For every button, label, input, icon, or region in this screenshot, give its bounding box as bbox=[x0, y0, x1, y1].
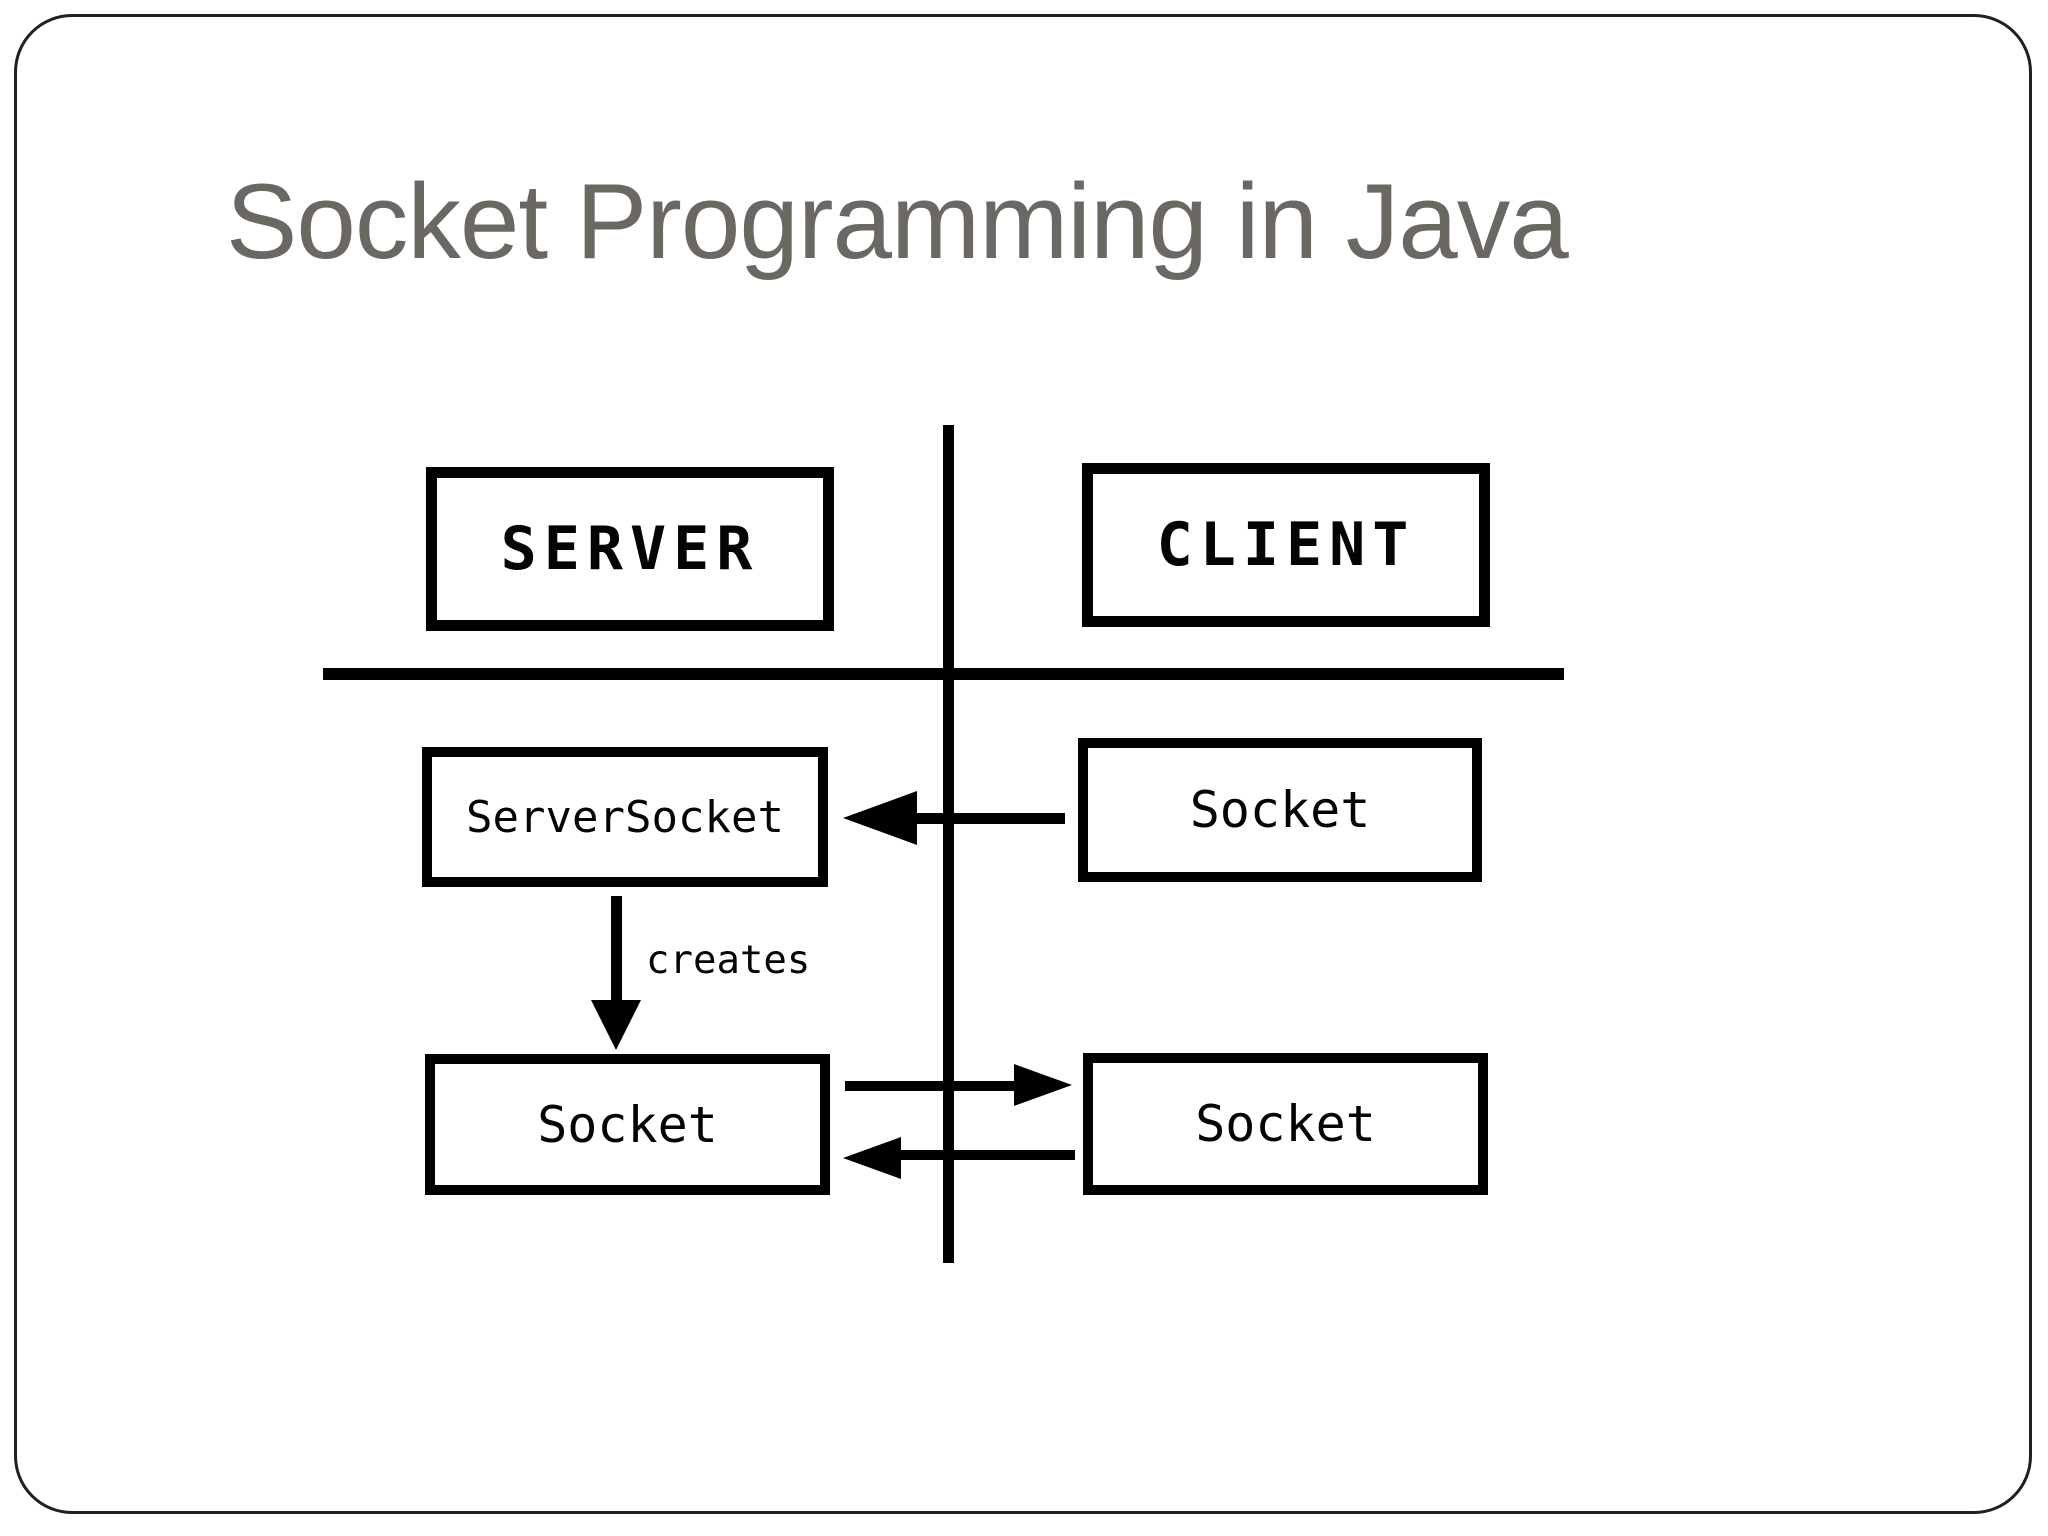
serversocket-box: ServerSocket bbox=[422, 747, 828, 887]
slide-frame bbox=[14, 14, 2032, 1514]
client-header-label: CLIENT bbox=[1156, 510, 1416, 580]
arrowhead-down-icon bbox=[591, 1000, 641, 1050]
arrow-receive-shaft bbox=[901, 1150, 1075, 1160]
creates-label: creates bbox=[646, 938, 811, 983]
serversocket-label: ServerSocket bbox=[466, 791, 784, 843]
client-socket-top-box: Socket bbox=[1078, 738, 1482, 882]
divider-horizontal-line bbox=[323, 668, 1564, 680]
page-title: Socket Programming in Java bbox=[226, 161, 1569, 281]
server-header-label: SERVER bbox=[500, 514, 760, 584]
client-header-box: CLIENT bbox=[1082, 463, 1490, 627]
arrow-send-shaft bbox=[845, 1081, 1017, 1091]
arrowhead-left-icon bbox=[843, 791, 917, 845]
arrowhead-right-icon bbox=[1014, 1064, 1072, 1106]
arrowhead-left-icon bbox=[843, 1137, 901, 1179]
arrow-connect-shaft bbox=[893, 813, 1065, 824]
arrow-creates-shaft bbox=[611, 896, 622, 1002]
client-socket-bottom-label: Socket bbox=[1195, 1095, 1376, 1153]
client-socket-bottom-box: Socket bbox=[1083, 1053, 1488, 1195]
server-socket-bottom-box: Socket bbox=[425, 1054, 830, 1195]
server-header-box: SERVER bbox=[426, 467, 834, 631]
client-socket-top-label: Socket bbox=[1189, 781, 1371, 839]
divider-vertical-line bbox=[943, 425, 954, 1263]
server-socket-bottom-label: Socket bbox=[537, 1095, 718, 1154]
